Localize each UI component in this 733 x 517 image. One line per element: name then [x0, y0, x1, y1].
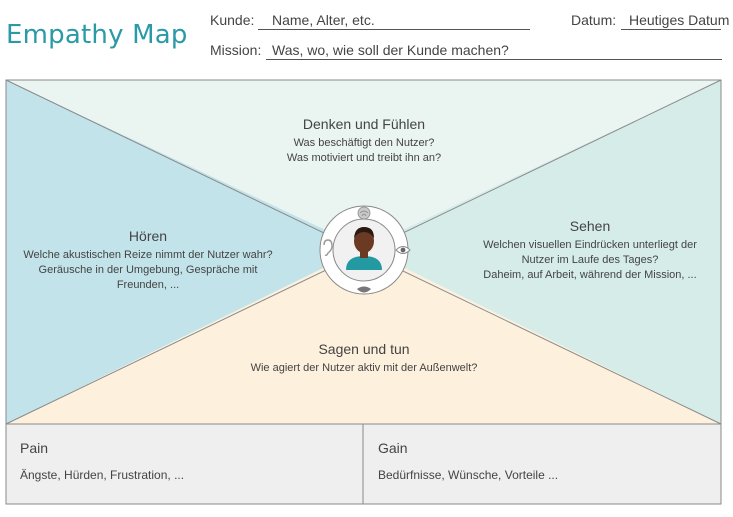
say-line: Wie agiert der Nutzer aktiv mit der Auße… — [250, 362, 478, 374]
kunde-label: Kunde: — [210, 12, 255, 28]
hear-title: Hören — [128, 228, 168, 244]
hear-line: Freunden, ... — [116, 279, 180, 291]
datum-underline — [621, 29, 721, 30]
see-section: Sehen Welchen visuellen Eindrücken unter… — [460, 218, 720, 283]
mission-field[interactable]: Mission: Was, wo, wie soll der Kunde mac… — [210, 38, 724, 60]
kunde-field[interactable]: Kunde: Name, Alter, etc. — [210, 8, 532, 30]
think-title: Denken und Fühlen — [302, 116, 426, 132]
see-line: Welchen visuellen Eindrücken unterliegt … — [483, 239, 697, 251]
hear-line: Geräusche in der Umgebung, Gespräche mit — [38, 264, 258, 276]
mission-label: Mission: — [210, 42, 262, 58]
say-section: Sagen und tun Wie agiert der Nutzer akti… — [224, 341, 504, 376]
gain-text[interactable]: Bedürfnisse, Wünsche, Vorteile ... — [378, 468, 559, 482]
ear-icon — [323, 239, 333, 256]
think-line: Was motiviert und treibt ihn an? — [286, 152, 442, 164]
think-region[interactable] — [6, 80, 721, 248]
datum-field[interactable]: Datum: Heutiges Datum — [571, 8, 729, 30]
hear-line: Welche akustischen Reize nimmt der Nutze… — [23, 249, 273, 261]
hear-region[interactable] — [6, 80, 364, 424]
gain-section: Gain Bedürfnisse, Wünsche, Vorteile ... — [378, 440, 708, 482]
think-section: Denken und Fühlen Was beschäftigt den Nu… — [234, 116, 494, 166]
see-line: Daheim, auf Arbeit, während der Mission,… — [483, 269, 697, 281]
think-line: Was beschäftigt den Nutzer? — [293, 137, 435, 149]
brain-icon — [357, 206, 371, 220]
pain-box[interactable] — [5, 423, 364, 505]
gain-title: Gain — [378, 440, 408, 456]
say-title: Sagen und tun — [318, 341, 410, 357]
see-line: Nutzer im Laufe des Tages? — [521, 254, 659, 266]
pain-text[interactable]: Ängste, Hürden, Frustration, ... — [20, 468, 185, 482]
page-title: Empathy Map — [6, 20, 188, 50]
see-region[interactable] — [364, 80, 721, 424]
user-avatar-icon — [346, 227, 382, 270]
hear-section: Hören Welche akustischen Reize nimmt der… — [10, 228, 286, 293]
mission-underline — [266, 59, 722, 60]
pain-section: Pain Ängste, Hürden, Frustration, ... — [20, 440, 350, 482]
mouth-icon — [357, 286, 371, 293]
see-title: Sehen — [569, 218, 611, 234]
say-region[interactable] — [6, 248, 721, 424]
gain-box[interactable] — [362, 423, 722, 505]
kunde-value[interactable]: Name, Alter, etc. — [272, 12, 375, 28]
datum-label: Datum: — [571, 12, 617, 28]
pain-title: Pain — [20, 440, 49, 456]
mission-value[interactable]: Was, wo, wie soll der Kunde machen? — [272, 42, 509, 58]
eye-icon — [395, 246, 411, 254]
kunde-underline — [258, 29, 530, 30]
datum-value[interactable]: Heutiges Datum — [629, 12, 730, 28]
